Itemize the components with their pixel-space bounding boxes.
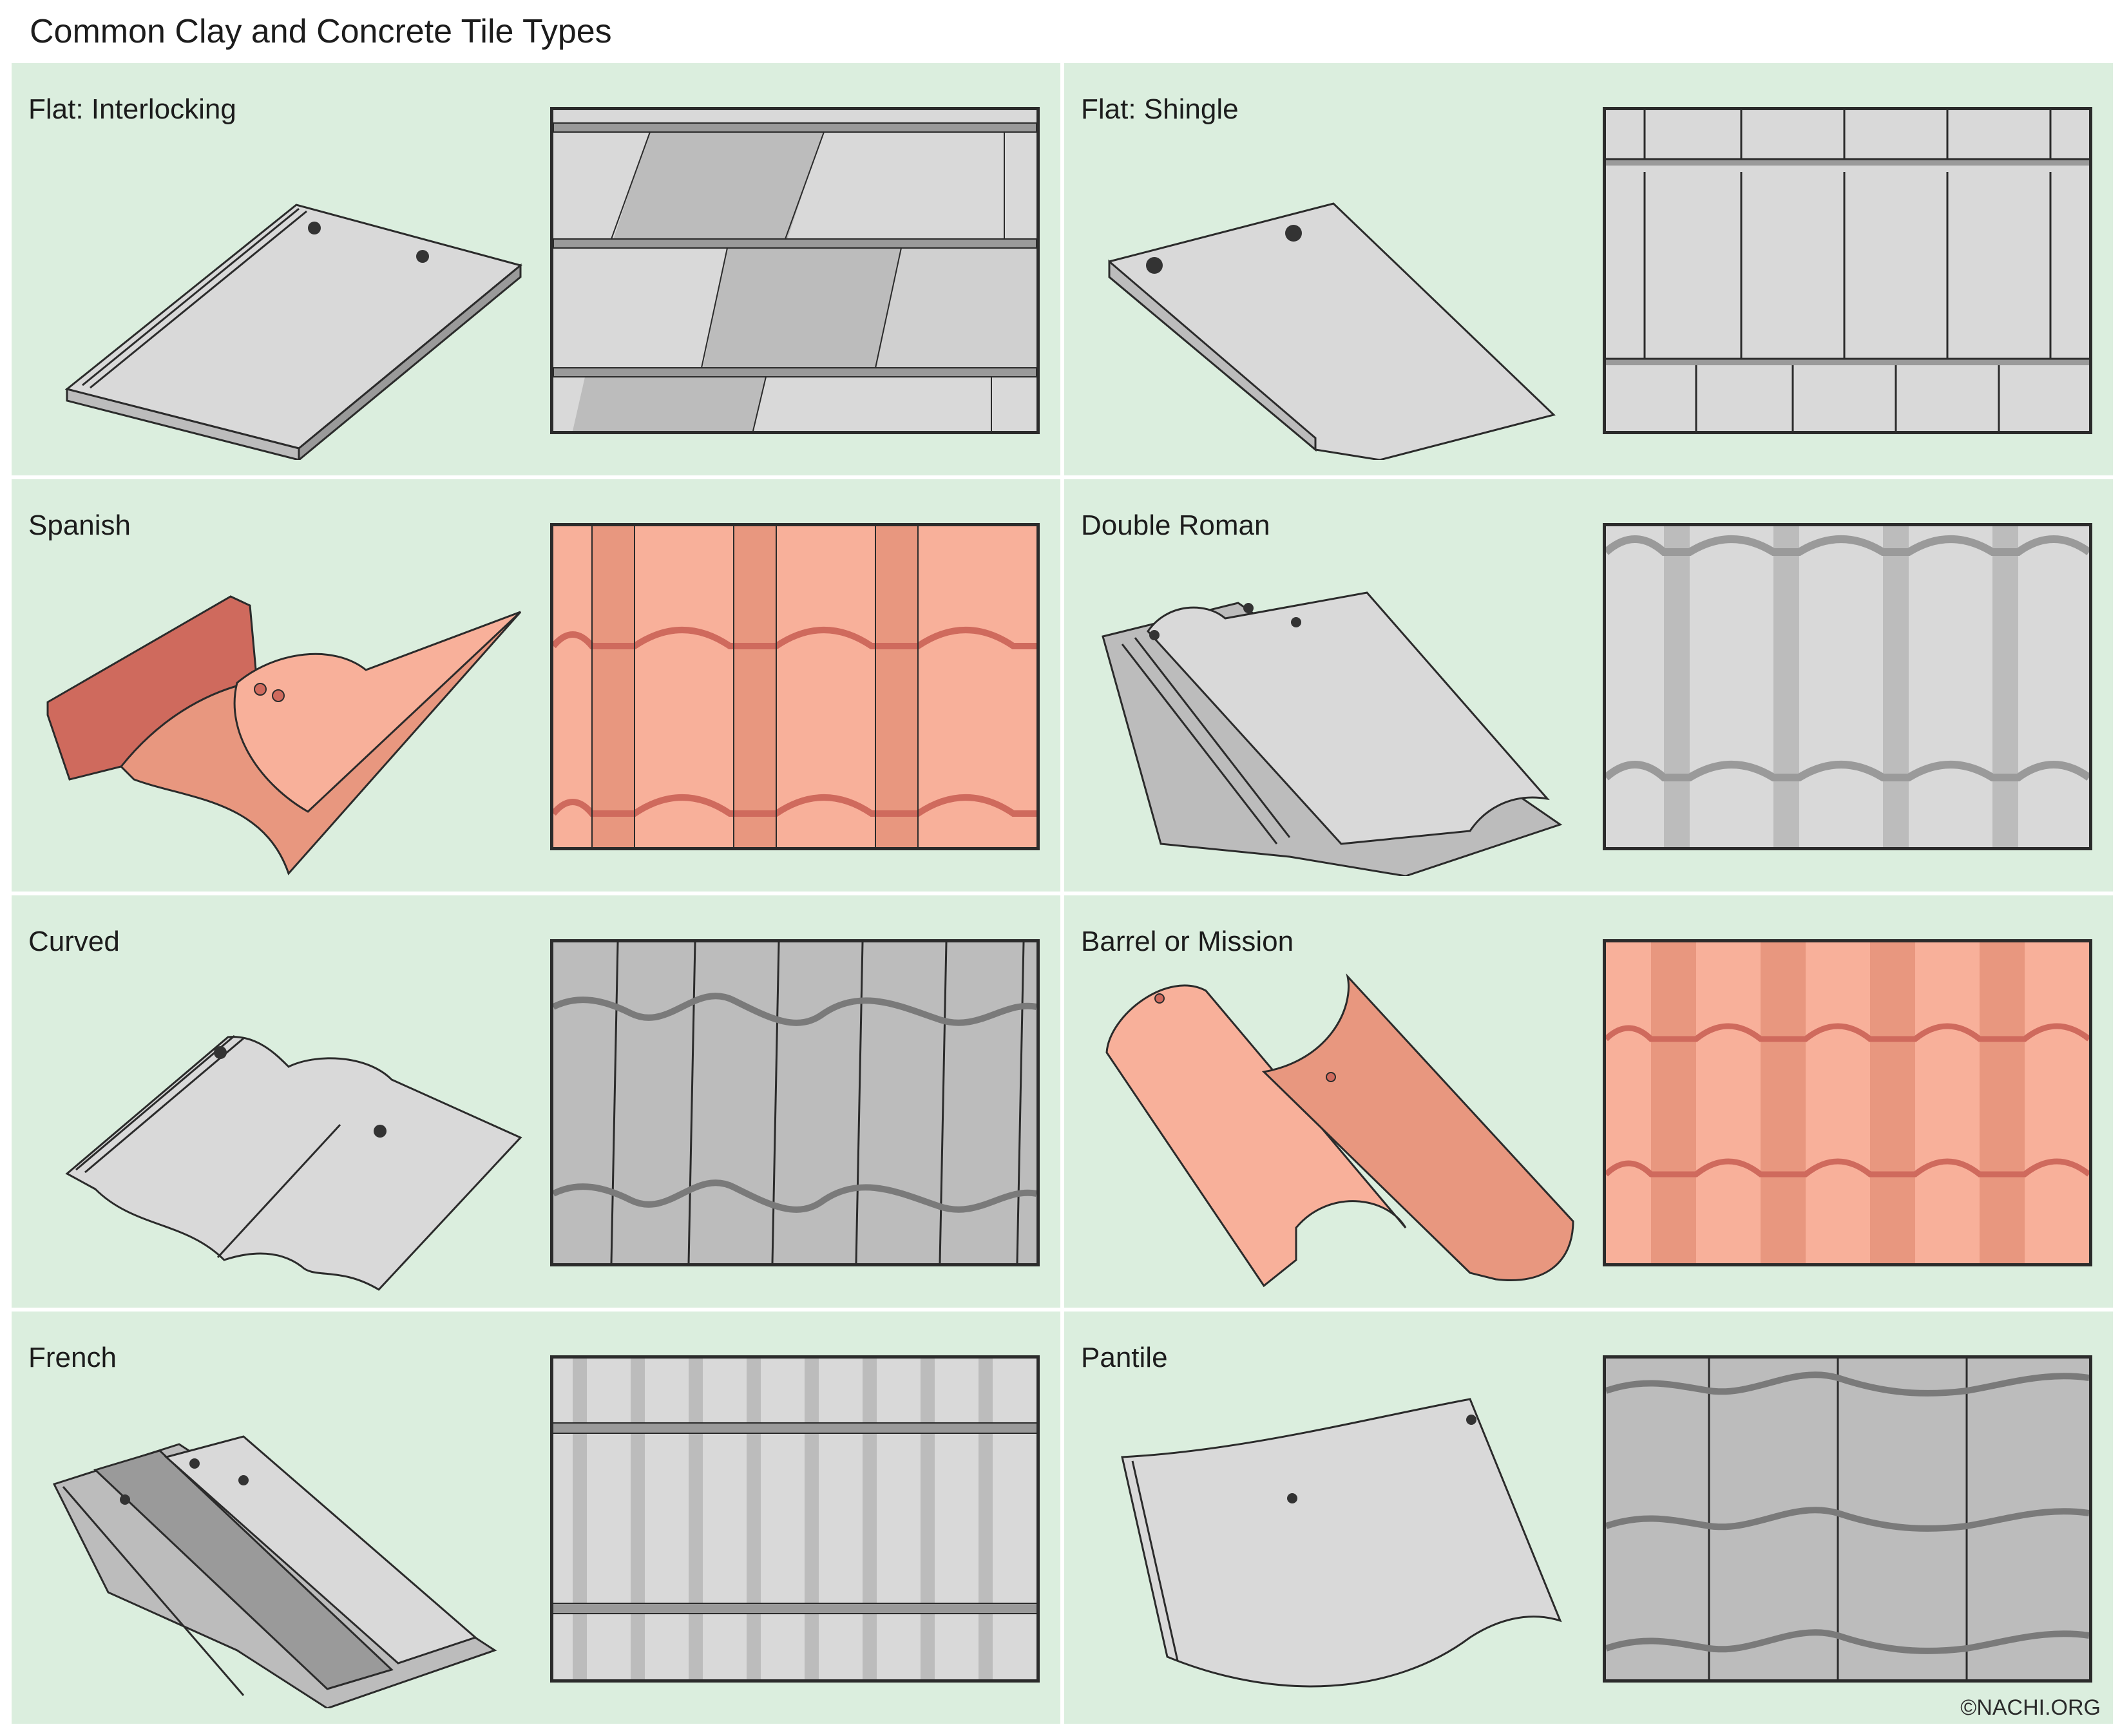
- copyright-notice: ©NACHI.ORG: [1960, 1695, 2101, 1720]
- french-roof-pattern: [550, 1355, 1040, 1683]
- curved-tile-illustration: [65, 1035, 522, 1291]
- flat-shingle-roof-pattern: [1603, 107, 2092, 434]
- tile-label: Pantile: [1081, 1342, 1168, 1373]
- tile-panel-spanish: Spanish: [12, 479, 1060, 892]
- tile-label: Flat: Shingle: [1081, 93, 1239, 125]
- tile-panel-barrel-mission: Barrel or Mission: [1064, 895, 2113, 1308]
- tile-label: Flat: Interlocking: [28, 93, 236, 125]
- double-roman-tile-illustration: [1102, 591, 1563, 876]
- tile-panel-pantile: Pantile: [1064, 1312, 2113, 1724]
- barrel-mission-tile-illustration: [1105, 973, 1574, 1288]
- spanish-tile-illustration: [46, 595, 522, 875]
- spanish-roof-pattern: [550, 523, 1040, 850]
- flat-shingle-tile-illustration: [1108, 202, 1556, 460]
- tile-label: Double Roman: [1081, 510, 1270, 541]
- pantile-tile-illustration: [1121, 1398, 1562, 1688]
- tile-label: Spanish: [28, 510, 131, 541]
- double-roman-roof-pattern: [1603, 523, 2092, 850]
- french-tile-illustration: [52, 1435, 497, 1708]
- flat-interlocking-tile-illustration: [64, 204, 523, 460]
- tile-panel-flat-interlocking: Flat: Interlocking: [12, 63, 1060, 475]
- tile-panel-curved: Curved: [12, 895, 1060, 1308]
- tile-panel-flat-shingle: Flat: Shingle: [1064, 63, 2113, 475]
- tile-panel-french: French: [12, 1312, 1060, 1724]
- curved-roof-pattern: [550, 939, 1040, 1266]
- pantile-roof-pattern: [1603, 1355, 2092, 1683]
- tile-label: Curved: [28, 926, 120, 957]
- barrel-mission-roof-pattern: [1603, 939, 2092, 1266]
- tile-label: Barrel or Mission: [1081, 926, 1294, 957]
- tile-grid: Flat: Interlocking: [12, 63, 2113, 1726]
- tile-panel-double-roman: Double Roman: [1064, 479, 2113, 892]
- tile-label: French: [28, 1342, 117, 1373]
- page-title: Common Clay and Concrete Tile Types: [30, 13, 612, 50]
- flat-interlocking-roof-pattern: [550, 107, 1040, 434]
